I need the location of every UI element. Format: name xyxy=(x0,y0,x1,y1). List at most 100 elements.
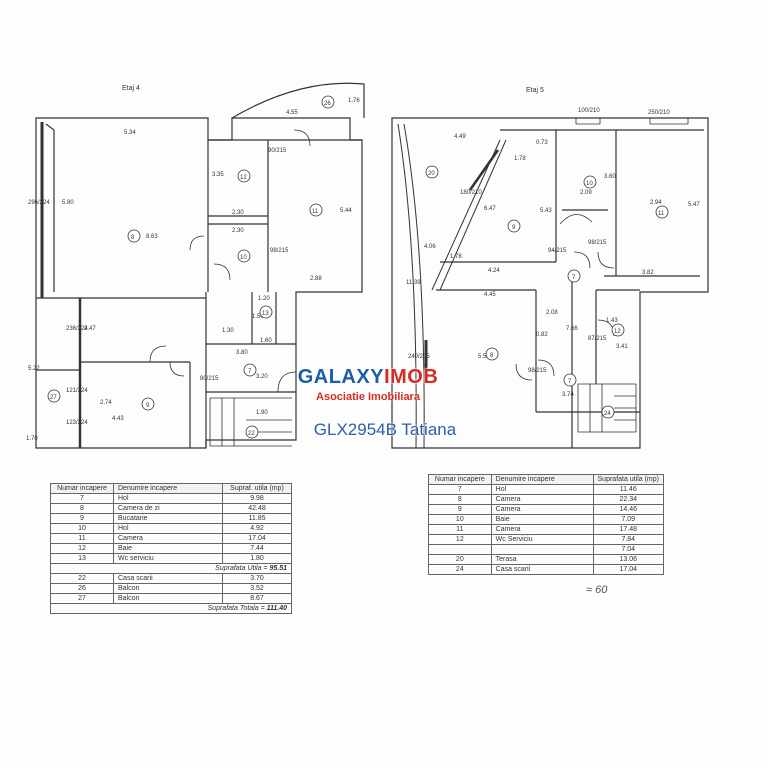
cell: Camera xyxy=(113,533,223,544)
f4-dim: 1.30 xyxy=(222,328,234,334)
room-badge: 10 xyxy=(586,181,593,187)
column-header: Numar incapere xyxy=(50,483,114,494)
floor5-total-mark: ≈ 60 xyxy=(586,584,608,596)
f5-dim: 6.47 xyxy=(484,206,496,212)
utila-total-row: Suprafata Utila = 95.51 xyxy=(50,563,292,574)
room-badge: 7 xyxy=(572,275,576,281)
cell: 11 xyxy=(50,533,114,544)
room-badge: 13 xyxy=(262,311,269,317)
cell: Hol xyxy=(113,523,223,534)
f5-dim: 7.66 xyxy=(566,326,578,332)
room-badge: 8 xyxy=(490,353,494,359)
cell: Wc serviciu xyxy=(113,553,223,564)
f5-dim: 2.94 xyxy=(650,200,662,206)
f4-dim: 1.90 xyxy=(256,410,268,416)
f4-opening: 90/215 xyxy=(268,148,287,154)
floor4-area-table: Numar incapere Denumire incapere Supraf.… xyxy=(50,483,292,614)
f4-opening: 121/224 xyxy=(66,388,88,394)
f4-dim: 4.43 xyxy=(112,416,124,422)
cell: 26 xyxy=(50,583,114,594)
cell: 3.70 xyxy=(222,573,292,584)
f5-dim: 4.49 xyxy=(454,134,466,140)
cell: 42.48 xyxy=(222,503,292,514)
cell: 11.46 xyxy=(592,484,665,495)
cell: 7.04 xyxy=(592,544,665,555)
cell: Baie xyxy=(113,543,223,554)
cell xyxy=(490,544,594,555)
f4-dim: 2.74 xyxy=(100,400,112,406)
totala-label: Suprafata Totala = xyxy=(207,605,265,612)
f5-dim: 4.06 xyxy=(424,244,436,250)
room-badge: 11 xyxy=(312,209,319,215)
room-badge: 24 xyxy=(604,411,611,417)
column-header: Numar incapere xyxy=(428,474,492,485)
cell: 1.80 xyxy=(222,553,292,564)
f5-dim: 3.74 xyxy=(562,392,574,398)
cell: Baie xyxy=(490,514,594,525)
utila-label: Suprafata Utila = xyxy=(215,565,268,572)
f4-dim: 4.55 xyxy=(286,110,298,116)
floor5-title: Etaj 5 xyxy=(526,87,544,94)
column-header: Denumire incapere xyxy=(490,474,594,485)
f5-dim: 0.73 xyxy=(536,140,548,146)
cell: Camera xyxy=(490,524,594,535)
f4-opening: 296/224 xyxy=(28,200,50,206)
cell: 8 xyxy=(50,503,114,514)
room-badge: 27 xyxy=(50,395,57,401)
f4-dim: 1.20 xyxy=(258,296,270,302)
f5-dim: 4.24 xyxy=(488,268,500,274)
room-badge: 26 xyxy=(324,101,331,107)
column-header: Supraf. utila (mp) xyxy=(222,483,292,494)
f4-dim: 3.80 xyxy=(236,350,248,356)
f5-dim: 11.39 xyxy=(406,280,421,286)
f5-opening: 94/215 xyxy=(548,248,567,254)
f4-dim: 5.34 xyxy=(124,130,136,136)
listing-reference: GLX2954B Tatiana xyxy=(313,420,457,439)
utila-value: 95.51 xyxy=(269,565,287,572)
room-badge: 22 xyxy=(248,431,255,437)
cell: Casa scarii xyxy=(113,573,223,584)
cell: 12 xyxy=(428,534,492,545)
utila-total: Suprafata Utila = 95.51 xyxy=(50,563,292,574)
cell: 20 xyxy=(428,554,492,565)
cell: 17.04 xyxy=(222,533,292,544)
f5-dim: 1.78 xyxy=(450,254,462,260)
cell: 7.09 xyxy=(592,514,665,525)
room-badge: 11 xyxy=(658,211,665,217)
f5-dim: 5.52 xyxy=(478,354,490,360)
cell: 4.92 xyxy=(222,523,292,534)
cell: 9.98 xyxy=(222,493,292,504)
f5-opening: 240/215 xyxy=(408,354,430,360)
f5-opening: 98/215 xyxy=(528,368,547,374)
room-badge: 10 xyxy=(240,255,247,261)
room-badge: 12 xyxy=(240,175,247,181)
f4-dim: 1.50 xyxy=(252,314,264,320)
f5-dim: 4.45 xyxy=(484,292,496,298)
cell: Balcon xyxy=(113,583,223,594)
f5-dim: 3.41 xyxy=(616,344,628,350)
f4-dim: 5.80 xyxy=(62,200,74,206)
totala-total-row: Suprafata Totala = 111.40 xyxy=(50,603,292,614)
table-header-row: Numar incapere Denumire incapere Suprafa… xyxy=(428,474,665,485)
cell: Terasa xyxy=(490,554,594,565)
f5-dim: 5.43 xyxy=(540,208,552,214)
f5-opening: 100/210 xyxy=(578,108,600,114)
f5-dim: 3.82 xyxy=(642,270,654,276)
cell: Hol xyxy=(490,484,594,495)
room-badge: 7 xyxy=(248,369,252,375)
column-header: Suprafata utila (mp) xyxy=(592,474,665,485)
watermark-logo: GALAXYIMOB xyxy=(268,366,468,389)
cell: 24 xyxy=(428,564,492,575)
floor-plans-drawing: Etaj 4 Etaj 5 5.34 8.63 5.80 2.47 3.35 2… xyxy=(26,82,709,449)
cell: 7 xyxy=(50,493,114,504)
cell: 3.52 xyxy=(222,583,292,594)
cell: 17.48 xyxy=(592,524,665,535)
f5-dim: 5.47 xyxy=(688,202,700,208)
